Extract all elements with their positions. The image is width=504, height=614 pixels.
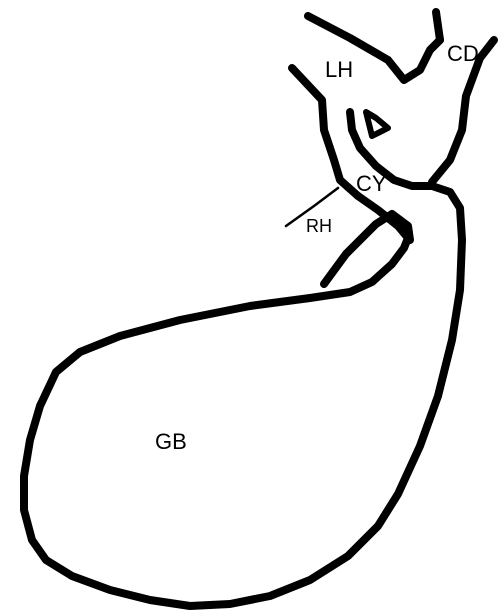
label-lh: LH [325, 57, 353, 82]
label-rh: RH [306, 216, 332, 236]
gallbladder-outline [24, 186, 462, 606]
label-cy: CY [356, 171, 387, 196]
left-hepatic-duct [292, 68, 358, 196]
small-triangle-loop [366, 112, 388, 136]
label-cd: CD [447, 41, 479, 66]
common-duct-top-left [436, 12, 440, 40]
label-gb: GB [155, 429, 187, 454]
